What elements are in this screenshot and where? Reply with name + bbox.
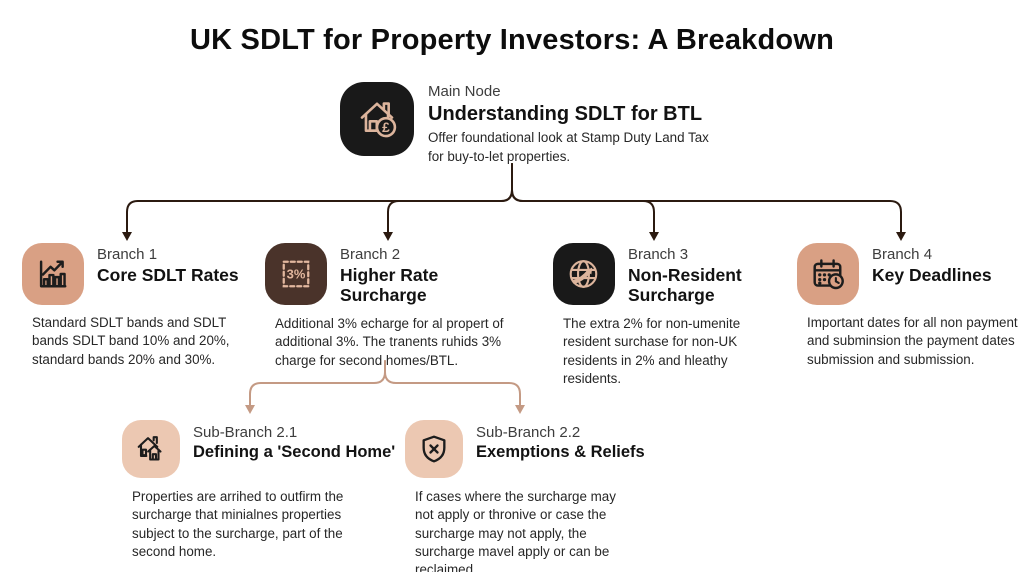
- two-houses-icon: [122, 420, 180, 478]
- branch-label: Branch 2: [340, 246, 401, 263]
- main-node-label: Main Node: [428, 83, 501, 100]
- main-node-title: Understanding SDLT for BTL: [428, 102, 703, 125]
- branch-description: Important dates for all non payment and …: [807, 315, 1018, 367]
- stamp-percent-text: 3%: [287, 267, 306, 282]
- branch-core-sdlt-rates: Branch 1 Core SDLT Rates Standard SDLT b…: [22, 243, 244, 369]
- branch-title: Non-Resident Surcharge: [628, 264, 742, 306]
- branch-description: Standard SDLT bands and SDLT bands SDLT …: [32, 315, 230, 367]
- branch-label: Branch 1: [97, 246, 158, 263]
- sub-branch-title: Defining a 'Second Home': [193, 442, 396, 461]
- branch-description: Additional 3% echarge for al propert of …: [275, 316, 504, 368]
- sub-branch-description: If cases where the surcharge may not app…: [415, 489, 616, 572]
- branch-label: Branch 4: [872, 246, 933, 263]
- pound-symbol: £: [382, 120, 390, 135]
- sub-branch-second-home: Sub-Branch 2.1 Defining a 'Second Home' …: [122, 420, 395, 561]
- sub-branch-title: Exemptions & Reliefs: [476, 442, 645, 461]
- sub-branch-label: Sub-Branch 2.2: [476, 424, 581, 441]
- shield-x-icon: [405, 420, 463, 478]
- sub-branch-label: Sub-Branch 2.1: [193, 424, 298, 441]
- branch-non-resident-surcharge: Branch 3 Non-Resident Surcharge The extr…: [553, 243, 768, 388]
- page-title: UK SDLT for Property Investors: A Breakd…: [189, 24, 834, 56]
- branch-key-deadlines: Branch 4 Key Deadlines Important dates f…: [797, 243, 1024, 369]
- globe-arrow-icon: [553, 243, 615, 305]
- branch-description: The extra 2% for non-umenite resident su…: [563, 316, 741, 387]
- branch-higher-rate-surcharge: 3% Branch 2 Higher Rate Surcharge Additi…: [265, 243, 523, 370]
- branch-label: Branch 3: [628, 246, 689, 263]
- house-pound-icon: £: [340, 82, 414, 156]
- main-node-description: Offer foundational look at Stamp Duty La…: [428, 130, 709, 164]
- branch-title: Higher Rate Surcharge: [340, 264, 439, 306]
- bar-chart-icon: [22, 243, 84, 305]
- main-node: £ Main Node Understanding SDLT for BTL O…: [340, 82, 720, 166]
- calendar-clock-icon: [797, 243, 859, 305]
- sub-branch-exemptions-reliefs: Sub-Branch 2.2 Exemptions & Reliefs If c…: [405, 420, 645, 572]
- branch-title: Core SDLT Rates: [97, 264, 239, 285]
- branch-title: Key Deadlines: [872, 264, 992, 285]
- stamp-3-percent-icon: 3%: [265, 243, 327, 305]
- sub-branch-description: Properties are arrihed to outfirm the su…: [132, 489, 344, 560]
